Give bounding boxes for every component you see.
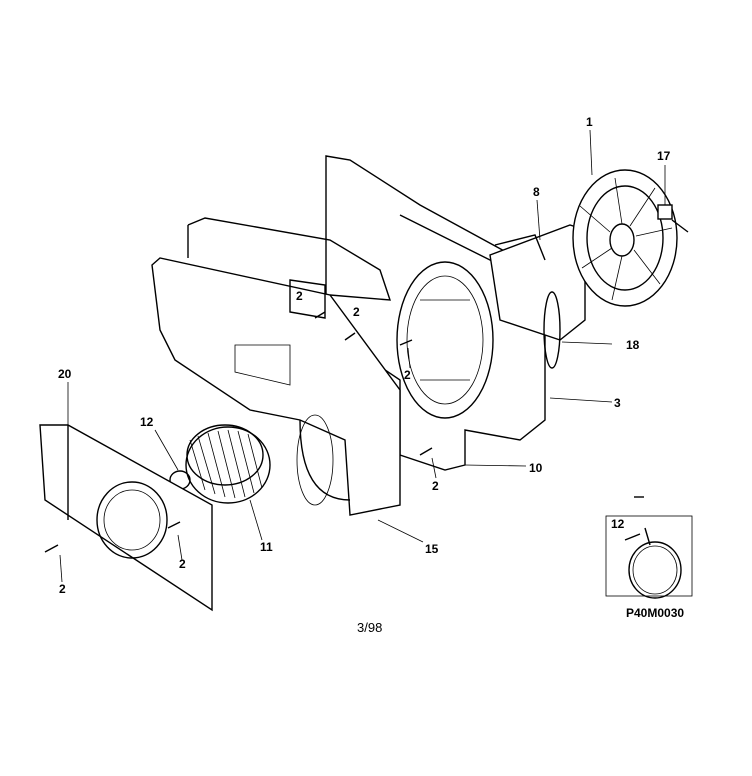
label-part-17: 17 xyxy=(657,149,671,163)
label-part-2: 2 xyxy=(432,479,439,493)
leader-lines xyxy=(59,129,666,583)
screws xyxy=(44,311,433,553)
blower-wheel xyxy=(185,424,271,504)
label-part-3: 3 xyxy=(614,396,621,410)
front-panel xyxy=(39,424,213,612)
clip-17 xyxy=(657,204,673,220)
revision-date: 3/98 xyxy=(357,620,383,635)
label-part-15: 15 xyxy=(425,542,439,556)
motor xyxy=(489,224,586,369)
label-part-2: 2 xyxy=(296,289,303,303)
label-part-12: 12 xyxy=(140,415,154,429)
fan-blade xyxy=(572,169,678,307)
label-part-2: 2 xyxy=(179,557,186,571)
label-part-12-inset: 12 xyxy=(611,517,625,531)
label-part-2: 2 xyxy=(353,305,360,319)
label-part-1: 1 xyxy=(586,115,593,129)
inset-detail xyxy=(605,496,693,599)
label-part-2: 2 xyxy=(59,582,66,596)
label-part-11: 11 xyxy=(260,540,273,554)
label-part-18: 18 xyxy=(626,338,640,352)
label-part-8: 8 xyxy=(533,185,540,199)
diagram-code: P40M0030 xyxy=(626,606,685,620)
label-part-20: 20 xyxy=(58,367,72,381)
label-part-10: 10 xyxy=(529,461,543,475)
label-part-2: 2 xyxy=(404,368,411,382)
front-shroud xyxy=(151,217,401,516)
